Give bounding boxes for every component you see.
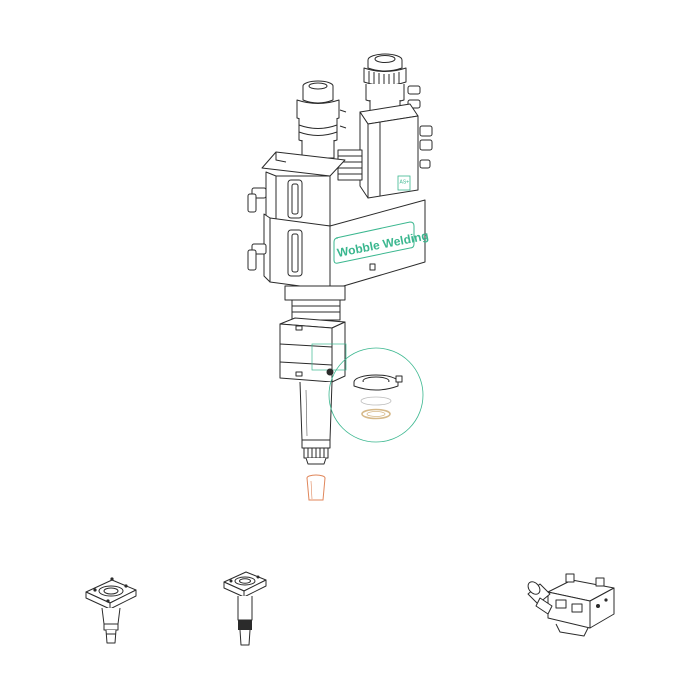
nozzle-barrel bbox=[299, 381, 333, 465]
sealing-ring bbox=[361, 408, 391, 420]
knurled-collar bbox=[303, 447, 329, 459]
angled-fiber-port bbox=[527, 581, 553, 615]
upper-left-block bbox=[247, 151, 346, 227]
welding-head-assembly: AS+ bbox=[247, 53, 433, 501]
panel-label-box: AS+ bbox=[397, 175, 411, 191]
accessory-compact-housing bbox=[527, 573, 615, 637]
lens-holder-clip bbox=[353, 374, 403, 391]
lower-housing-block bbox=[279, 317, 347, 383]
lens-detail-callout bbox=[328, 347, 424, 443]
main-housing-block: Wobble Welding bbox=[247, 199, 430, 291]
neck-section bbox=[284, 285, 346, 321]
right-collimator-tube bbox=[363, 53, 421, 113]
accessory-flange-nozzle-short bbox=[85, 577, 137, 644]
accessory-flange-nozzle-long bbox=[223, 571, 267, 646]
panel-label: AS+ bbox=[400, 180, 410, 186]
cable-connector-strip bbox=[337, 149, 363, 181]
protective-window bbox=[360, 396, 392, 406]
left-collimator-tube bbox=[296, 80, 347, 159]
upper-right-block: AS+ bbox=[359, 103, 433, 199]
copper-nozzle-tip bbox=[306, 474, 326, 501]
